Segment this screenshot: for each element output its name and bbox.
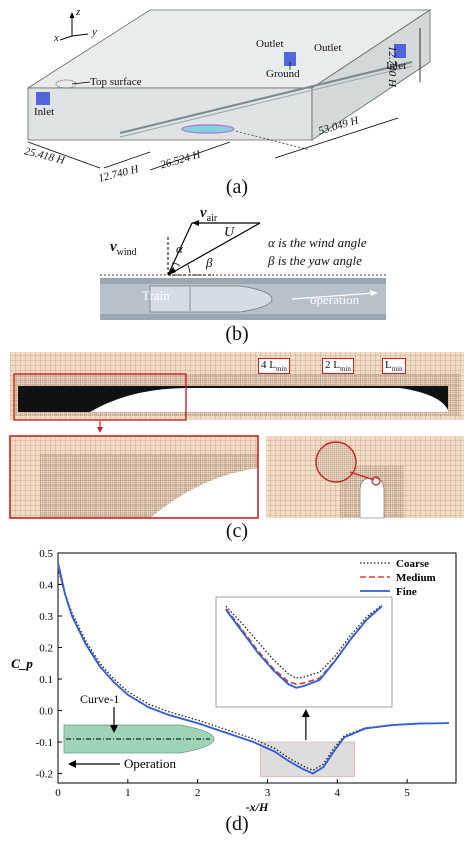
wind-vector-diagram bbox=[100, 220, 386, 320]
operation-label: Operation bbox=[124, 756, 176, 771]
train-model bbox=[181, 124, 235, 134]
panel-a: z x y Top surface Inlet Outlet Outlet Gr… bbox=[0, 0, 474, 205]
operation-arrow-head bbox=[68, 760, 76, 768]
curve-1-label: Curve-1 bbox=[80, 692, 119, 706]
x-tick-label: 5 bbox=[404, 787, 410, 799]
y-tick-label: 0.4 bbox=[39, 580, 53, 592]
train-label: Train bbox=[142, 288, 170, 303]
mesh-label-4l: 4 Lmin bbox=[258, 358, 290, 375]
mesh-label-l: Lmin bbox=[382, 358, 406, 375]
alpha-description: α is the wind angle bbox=[268, 235, 367, 250]
box-right-face bbox=[311, 9, 431, 141]
inlet-right-label: Inlet bbox=[386, 60, 407, 72]
inset-line-fine bbox=[225, 605, 383, 689]
v-wind-label: vwind bbox=[110, 239, 137, 258]
y-axis-label: C_p bbox=[11, 656, 33, 671]
y-tick-label: 0.3 bbox=[39, 611, 53, 623]
outlet-label-1: Outlet bbox=[256, 38, 284, 50]
x-tick-label: 0 bbox=[55, 787, 61, 799]
height-dimension: 12.740 H bbox=[386, 46, 398, 87]
axis-y-label: y bbox=[92, 26, 97, 38]
legend-label-coarse: Coarse bbox=[396, 558, 429, 570]
x-tick-label: 1 bbox=[125, 787, 131, 799]
x-tick-label: 2 bbox=[195, 787, 201, 799]
inset-line-coarse bbox=[225, 604, 383, 679]
operation-label: operation bbox=[310, 292, 360, 307]
mesh-label-2l: 2 Lmin bbox=[322, 358, 354, 375]
outlet-label-2: Outlet bbox=[314, 42, 342, 54]
alpha-label: α bbox=[176, 241, 183, 256]
plot-frame bbox=[57, 552, 457, 784]
ground-label: Ground bbox=[266, 68, 300, 80]
y-tick-label: 0.5 bbox=[39, 548, 53, 560]
caption-d: (d) bbox=[225, 813, 249, 835]
x-tick-label: 4 bbox=[335, 787, 341, 799]
domain-diagram bbox=[26, 9, 432, 171]
u-label: U bbox=[224, 225, 235, 240]
caption-b: (b) bbox=[225, 323, 249, 345]
caption-c: (c) bbox=[225, 520, 249, 542]
y-tick-label: 0.2 bbox=[39, 643, 53, 655]
y-tick-label: 0.1 bbox=[39, 674, 53, 686]
curve-1-arrow-head bbox=[110, 725, 118, 733]
v-air-label: vair bbox=[200, 205, 218, 224]
axis-z-label: z bbox=[76, 6, 81, 18]
legend-label-medium: Medium bbox=[396, 572, 436, 584]
caption-a: (a) bbox=[225, 176, 249, 198]
beta-label: β bbox=[206, 255, 213, 270]
beta-description: β is the yaw angle bbox=[268, 253, 362, 268]
top-surface-label: Top surface bbox=[90, 76, 142, 88]
panel-c: 4 Lmin 2 Lmin Lmin (c) bbox=[0, 350, 474, 545]
mesh-figure bbox=[9, 352, 464, 519]
y-tick-label: 0.0 bbox=[39, 706, 53, 718]
legend-label-fine: Fine bbox=[396, 586, 417, 598]
x-tick-label: 3 bbox=[265, 787, 271, 799]
y-tick-label: -0.1 bbox=[36, 737, 53, 749]
panel-b: vair U vwind α β α is the wind angle β i… bbox=[0, 205, 474, 350]
zoom-inset-frame bbox=[215, 596, 393, 708]
y-tick-label: -0.2 bbox=[36, 769, 53, 781]
series-line-fine bbox=[57, 562, 450, 775]
x-axis-label: -x/H bbox=[246, 800, 269, 814]
series-line-coarse bbox=[57, 568, 449, 772]
inlet-left-label: Inlet bbox=[34, 106, 55, 118]
zoom-arrow-head bbox=[301, 709, 310, 717]
axis-x-label: x bbox=[54, 32, 59, 44]
